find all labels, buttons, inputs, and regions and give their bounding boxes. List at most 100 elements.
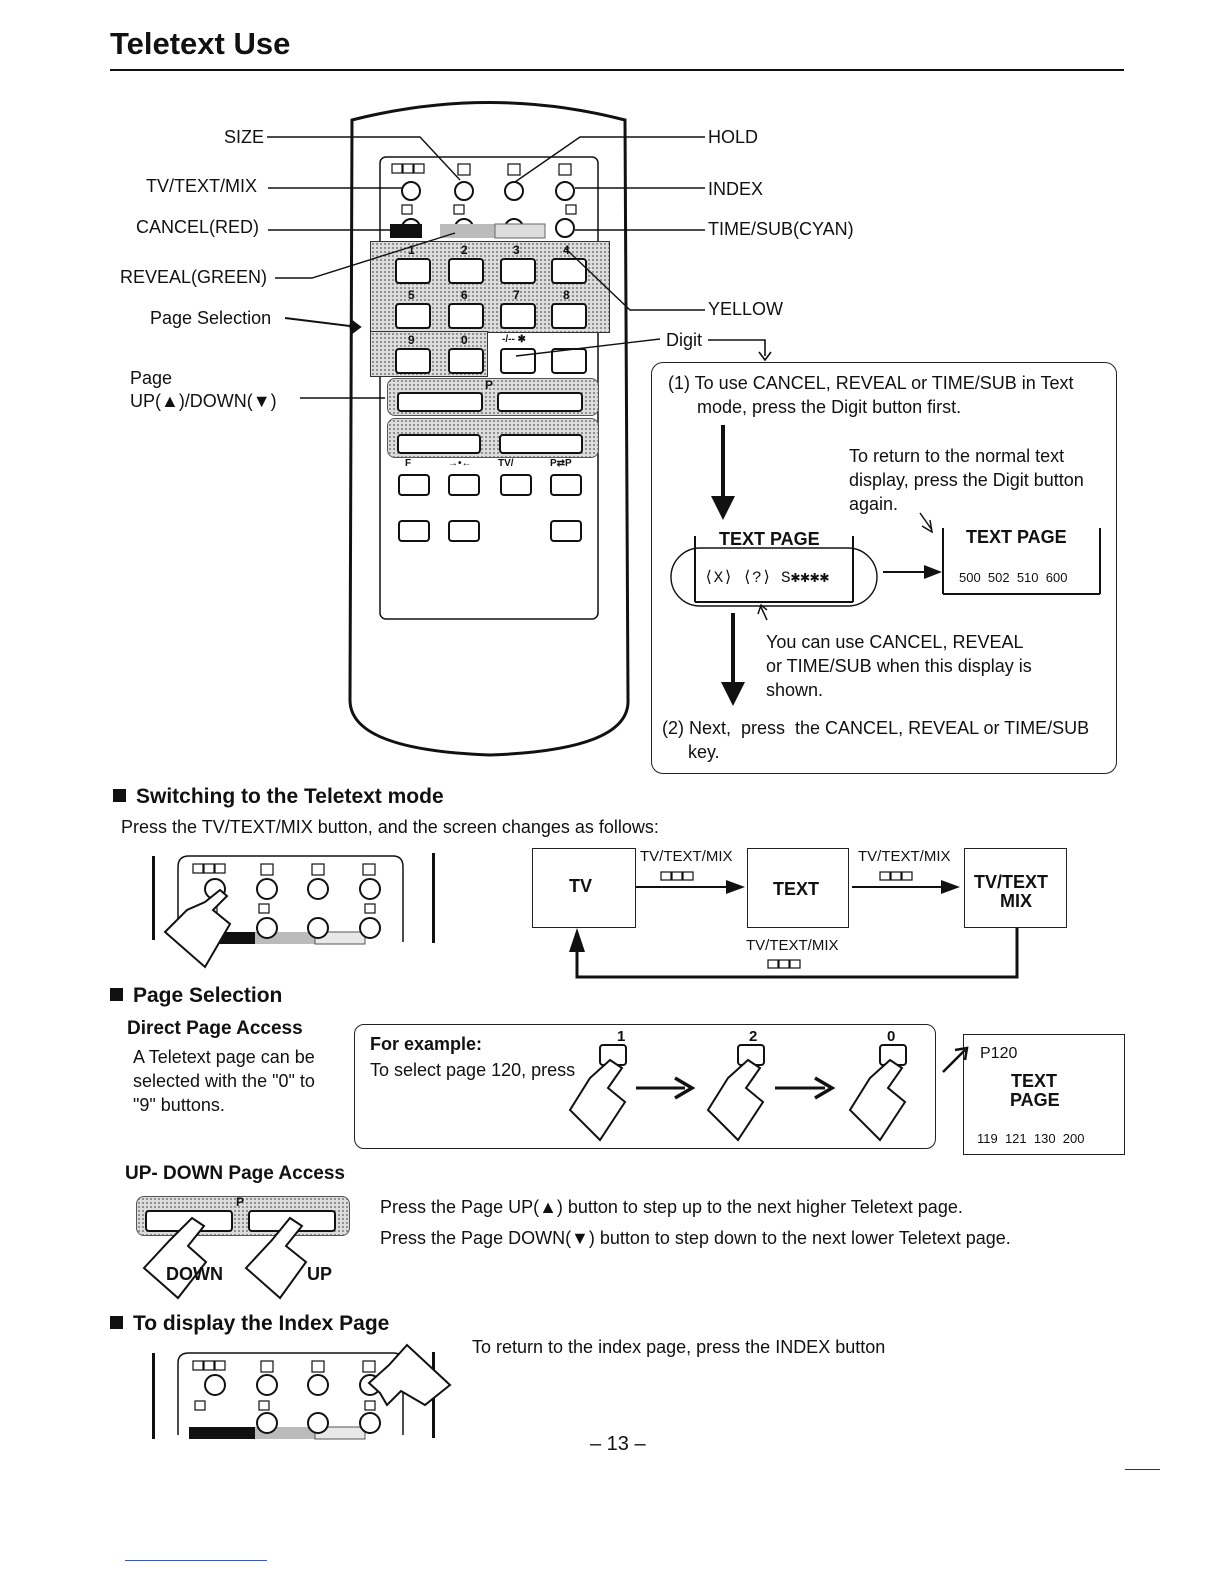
key-extra[interactable]	[551, 348, 587, 374]
yellow-label: YELLOW	[708, 299, 784, 319]
f-label: F	[405, 458, 412, 469]
return-line2: display, press the Digit button	[849, 470, 1084, 490]
key-9[interactable]	[395, 348, 431, 374]
updown-hands	[142, 1216, 308, 1300]
digit-label: Digit	[666, 330, 703, 350]
page-label: Page	[130, 368, 173, 388]
key-6[interactable]	[448, 303, 484, 329]
size-button	[401, 181, 421, 201]
text-page-left: TEXT PAGE	[719, 529, 820, 549]
arrow-label-3: TV/TEXT/MIX	[746, 937, 839, 954]
key-label-8: 8	[563, 288, 570, 302]
hold-button	[504, 181, 524, 201]
note-line2: or TIME/SUB when this display is	[766, 656, 1032, 676]
hold-label: HOLD	[708, 127, 759, 147]
reveal-label: REVEAL(GREEN)	[120, 267, 268, 287]
key-8[interactable]	[551, 303, 587, 329]
result-pages: 119 121 130 200	[977, 1131, 1085, 1146]
hand-pointer-icon	[706, 1058, 765, 1142]
key-2[interactable]	[448, 258, 484, 284]
hand-pointer-icon	[142, 1216, 208, 1300]
remote-function-row	[390, 162, 590, 239]
example-key3-label: 0	[887, 1028, 896, 1045]
step1-line2: mode, press the Digit button first.	[697, 397, 962, 417]
key-7[interactable]	[500, 303, 536, 329]
index-label: INDEX	[708, 179, 764, 199]
figure-bar	[152, 1353, 155, 1439]
status-line: ⟨X⟩ ⟨?⟩ S✱✱✱✱	[704, 569, 830, 587]
mode-switch-arrows	[569, 871, 1019, 979]
key-label-5: 5	[408, 288, 415, 302]
hand-pointer-icon	[367, 1343, 452, 1407]
hand-pointer-icon	[244, 1216, 308, 1300]
hand-pointer-icon	[568, 1058, 627, 1142]
digit-key[interactable]	[500, 348, 536, 374]
key-label-7: 7	[513, 288, 520, 302]
corner-mark	[1125, 1469, 1160, 1470]
mute-key[interactable]	[398, 520, 430, 542]
volume-up-key[interactable]	[499, 434, 583, 454]
page-title: Teletext Use	[110, 26, 291, 61]
timer-key[interactable]	[448, 520, 480, 542]
note-line1: You can use CANCEL, REVEAL	[766, 632, 1024, 652]
direct-line1: A Teletext page can be	[133, 1047, 315, 1067]
key-0[interactable]	[448, 348, 484, 374]
size-label: SIZE	[224, 127, 265, 147]
page-down-key[interactable]	[397, 392, 483, 412]
arrow-label-1: TV/TEXT/MIX	[640, 848, 733, 865]
key-label-6: 6	[461, 288, 468, 302]
text-page-right: TEXT PAGE	[966, 527, 1067, 547]
remote-p-label: P	[485, 378, 494, 392]
step2-line2: key.	[688, 742, 720, 762]
example-text: To select page 120, press	[370, 1060, 576, 1080]
return-line3: again.	[849, 494, 899, 514]
remote-keypad: 1 2 3 4 5 6 7 8 9 0 -/-- ✱	[383, 243, 593, 374]
result-text1: TEXT	[1011, 1071, 1058, 1091]
figure-bar	[152, 856, 155, 940]
key-label-2: 2	[461, 243, 468, 257]
page-up-key[interactable]	[497, 392, 583, 412]
pages-line: 500 502 510 600	[959, 570, 1068, 585]
page-selection-heading: Page Selection	[110, 984, 282, 1008]
timesub-label: TIME/SUB(CYAN)	[708, 219, 854, 239]
digit-info-box	[651, 362, 1117, 774]
key-5[interactable]	[395, 303, 431, 329]
mix-box-line2: MIX	[1000, 891, 1033, 911]
volume-down-key[interactable]	[397, 434, 481, 454]
bottom-blue-rule	[125, 1560, 267, 1561]
updown-heading: UP- DOWN Page Access	[125, 1163, 345, 1184]
result-arrow	[942, 1046, 969, 1073]
tv-key[interactable]	[500, 474, 532, 496]
mix-box-line1: TV/TEXT	[974, 872, 1049, 892]
key-1[interactable]	[395, 258, 431, 284]
swap-key[interactable]	[448, 474, 480, 496]
tvtextmix-button	[454, 181, 474, 201]
page-selection-label: Page Selection	[150, 308, 272, 328]
switching-remote-detail	[163, 855, 404, 969]
text-box-label: TEXT	[773, 879, 820, 899]
tv-label: TV/	[498, 458, 514, 469]
example-key2-label: 2	[749, 1028, 758, 1045]
key-3[interactable]	[500, 258, 536, 284]
index-text: To return to the index page, press the I…	[472, 1337, 886, 1357]
figure-bar	[432, 853, 435, 943]
key-label-3: 3	[513, 243, 520, 257]
direct-line2: selected with the "0" to	[133, 1071, 315, 1091]
arrow-label-2: TV/TEXT/MIX	[858, 848, 951, 865]
updown-line1: Press the Page UP(▲) button to step up t…	[380, 1197, 963, 1217]
cancel-label: CANCEL(RED)	[136, 217, 260, 237]
digit-flow-arrows	[670, 425, 1101, 706]
power-key[interactable]	[550, 520, 582, 542]
index-button	[555, 181, 575, 201]
return-line1: To return to the normal text	[849, 446, 1065, 466]
key-label-9: 9	[408, 333, 415, 347]
title-rule	[110, 69, 1124, 71]
switching-heading: Switching to the Teletext mode	[113, 785, 444, 809]
updown-line2: Press the Page DOWN(▼) button to step do…	[380, 1228, 1011, 1248]
key-label-0: 0	[461, 333, 468, 347]
f-key[interactable]	[398, 474, 430, 496]
step2-line1: (2) Next, press the CANCEL, REVEAL or TI…	[662, 718, 1090, 738]
pp-key[interactable]	[550, 474, 582, 496]
swap-label: →•←	[448, 458, 472, 469]
index-remote-detail	[177, 1343, 452, 1440]
